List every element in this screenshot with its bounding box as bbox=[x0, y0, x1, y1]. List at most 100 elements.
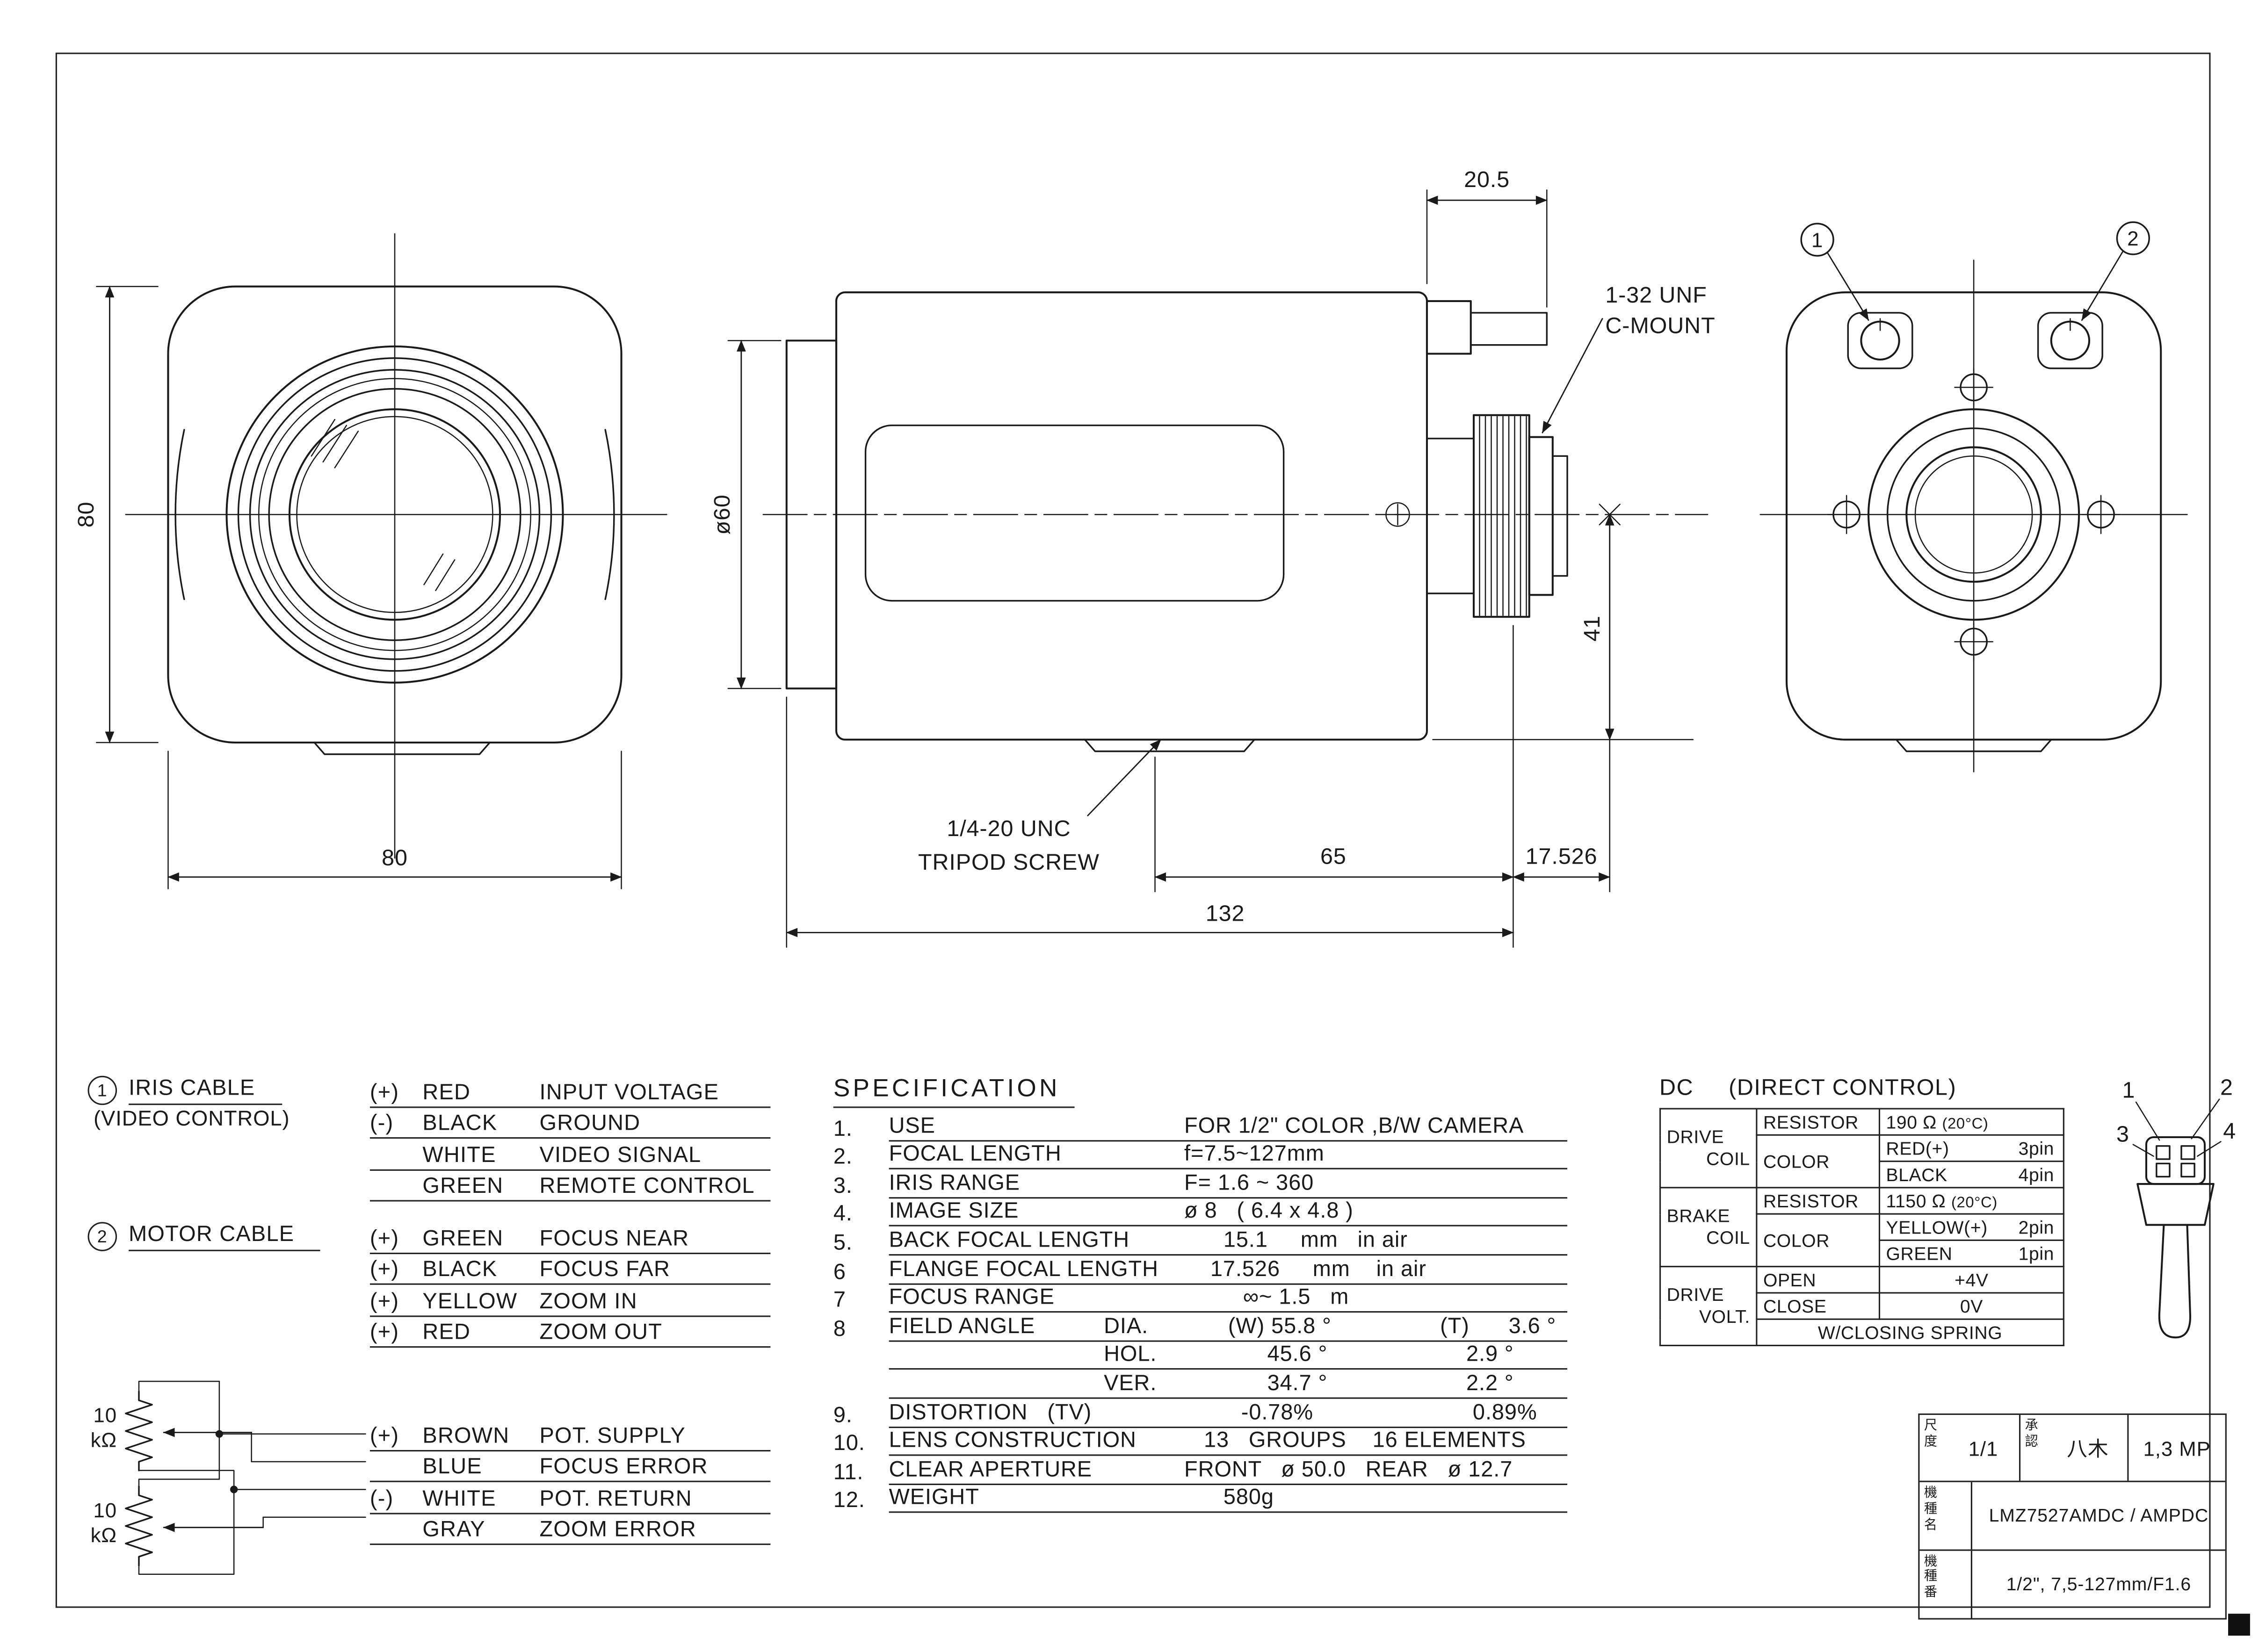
spec-row-number: 8 bbox=[833, 1316, 846, 1342]
spec-item-name: CLEAR APERTURE bbox=[889, 1457, 1093, 1482]
drive-resistor-label: RESISTOR bbox=[1756, 1108, 1881, 1136]
focus-pot-resistor bbox=[125, 1391, 153, 1472]
front-centerlines bbox=[125, 233, 667, 859]
brake-resistor-temp: (20°C) bbox=[1951, 1193, 1998, 1211]
wire-sign: (-) bbox=[369, 1486, 394, 1511]
iris-cable-subtitle: (VIDEO CONTROL) bbox=[94, 1108, 290, 1132]
spec-row-content: FLANGE FOCAL LENGTH 17.526 mm in air bbox=[889, 1256, 1568, 1284]
spec-row-number: 4. bbox=[833, 1202, 853, 1227]
spec-row: 9. DISTORTION (TV) -0.78% 0.89% bbox=[833, 1399, 1568, 1428]
drive-resistor-ohms: 190 Ω bbox=[1886, 1111, 1937, 1133]
spec-row-number: 7 bbox=[833, 1288, 846, 1313]
scale-cell: 尺度 1/1 bbox=[1919, 1414, 2021, 1481]
wire-function: POT. RETURN bbox=[539, 1486, 692, 1511]
top-connector bbox=[1426, 300, 1548, 355]
wire-function: FOCUS ERROR bbox=[539, 1454, 708, 1480]
open-label: OPEN bbox=[1756, 1266, 1881, 1294]
dim-center-to-base: 41 bbox=[1579, 615, 1605, 642]
cmount-assembly bbox=[1426, 414, 1568, 618]
wire-color: GREEN bbox=[422, 1226, 504, 1251]
wire-row: (+) BLACK FOCUS FAR bbox=[369, 1254, 771, 1285]
drive-coil-cell: DRIVE COIL bbox=[1659, 1108, 1758, 1189]
spec-row-content: USE FOR 1/2" COLOR ,B/W CAMERA bbox=[889, 1113, 1568, 1141]
spec-row: 6 FLANGE FOCAL LENGTH 17.526 mm in air bbox=[833, 1255, 1568, 1284]
drive-color2-pin: 4pin bbox=[2018, 1164, 2055, 1185]
spec-row-content: DISTORTION (TV) -0.78% 0.89% bbox=[889, 1400, 1568, 1428]
spec-row-content: FOCAL LENGTH f=7.5~127mm bbox=[889, 1142, 1568, 1170]
wire-sign: (+) bbox=[369, 1423, 399, 1448]
wire-color: RED bbox=[422, 1079, 471, 1104]
spec-row-number: 2. bbox=[833, 1145, 853, 1170]
front-dimensions: 80 80 bbox=[73, 286, 622, 889]
callout-1-number: 1 bbox=[1811, 229, 1823, 252]
junction-dot bbox=[230, 1486, 238, 1493]
wire-sign: (+) bbox=[369, 1257, 399, 1283]
wire-function: FOCUS NEAR bbox=[539, 1226, 689, 1251]
dim-flange-back: 17.526 bbox=[1526, 844, 1598, 869]
brake-color1-pin: 2pin bbox=[2018, 1217, 2055, 1238]
spec-item-name: LENS CONSTRUCTION bbox=[889, 1428, 1137, 1453]
spec-row-content: FOCUS RANGE ∞~ 1.5 m bbox=[889, 1285, 1568, 1313]
spec-item-sub: HOL. bbox=[1104, 1342, 1157, 1367]
connector-body bbox=[2145, 1136, 2206, 1185]
corner-mark bbox=[2228, 1614, 2250, 1636]
wire-color: BROWN bbox=[422, 1423, 510, 1448]
spec-row-number: 9. bbox=[833, 1402, 853, 1428]
brake-color-row1: YELLOW(+) 2pin bbox=[1878, 1213, 2064, 1241]
spec-row: 7 FOCUS RANGE ∞~ 1.5 m bbox=[833, 1284, 1568, 1313]
callout-2-number: 2 bbox=[2127, 227, 2139, 250]
zoom-error-wire bbox=[262, 1516, 366, 1528]
spec-item-sub: VER. bbox=[1104, 1371, 1157, 1396]
spec-row: 11. CLEAR APERTURE FRONT ø 50.0 REAR ø 1… bbox=[833, 1456, 1568, 1485]
dc-table-title: DC (DIRECT CONTROL) bbox=[1659, 1076, 2066, 1102]
wire-function: ZOOM ERROR bbox=[539, 1517, 697, 1543]
model-label: 機種名 bbox=[1924, 1486, 1937, 1532]
connector-pin4-label: 4 bbox=[2223, 1118, 2236, 1144]
spec-row-number: 10. bbox=[833, 1431, 865, 1456]
wire-sign: (-) bbox=[369, 1111, 394, 1136]
wire-row: (+) RED ZOOM OUT bbox=[369, 1317, 771, 1349]
dim-total-length: 132 bbox=[1206, 901, 1245, 926]
spec-item-value-tele: 2.2 ° bbox=[1440, 1371, 1514, 1396]
approval-cell: 承認 八木 bbox=[2020, 1414, 2129, 1481]
spec-row: 10. LENS CONSTRUCTION 13 GROUPS 16 ELEME… bbox=[833, 1428, 1568, 1456]
spec-item-name bbox=[889, 1371, 1104, 1396]
spec-row: VER. 34.7 ° 2.2 ° bbox=[833, 1370, 1568, 1399]
spec-item-value: FRONT ø 50.0 REAR ø 12.7 bbox=[1184, 1457, 1513, 1482]
connector-diagram: 1 2 3 4 bbox=[2116, 1075, 2236, 1339]
cmount-label-line2: C-MOUNT bbox=[1605, 313, 1715, 339]
dim-front-height: 80 bbox=[73, 501, 99, 527]
spec-row-content: IMAGE SIZE ø 8 ( 6.4 x 4.8 ) bbox=[889, 1199, 1568, 1227]
lens-glare-marks bbox=[423, 553, 456, 592]
motor-cable-header: 2 MOTOR CABLE bbox=[87, 1222, 321, 1251]
spec-row-number: 12. bbox=[833, 1488, 865, 1514]
drive-color-label: COLOR bbox=[1756, 1134, 1881, 1189]
rear-centerlines bbox=[1759, 260, 2188, 772]
cmount-label-line1: 1-32 UNF bbox=[1605, 282, 1707, 308]
wire-color: GREEN bbox=[422, 1174, 504, 1199]
pot-return-wire bbox=[138, 1470, 366, 1575]
spec-item-name: USE bbox=[889, 1113, 935, 1138]
approval-value: 八木 bbox=[2067, 1436, 2109, 1460]
connector-pin-leaders bbox=[2132, 1098, 2222, 1157]
wire-row: BLUE FOCUS ERROR bbox=[369, 1451, 771, 1483]
spec-item-name: FIELD ANGLE bbox=[889, 1313, 1035, 1339]
spec-item-value-tele: 2.9 ° bbox=[1440, 1342, 1514, 1367]
wire-row: GRAY ZOOM ERROR bbox=[369, 1514, 771, 1546]
focus-pot-unit: kΩ bbox=[91, 1429, 117, 1452]
close-voltage: 0V bbox=[1878, 1292, 2064, 1320]
brake-color-label: COLOR bbox=[1756, 1213, 1881, 1268]
brake-color-row2: GREEN 1pin bbox=[1878, 1239, 2064, 1268]
side-view: ø60 20.5 1-32 UNF C-MOUNT 41 1/4-20 UNC … bbox=[709, 167, 1715, 948]
dim-mount-offset: 20.5 bbox=[1464, 167, 1510, 192]
spec-item-value-wide: 34.7 ° bbox=[1228, 1371, 1328, 1396]
megapixel-value: 1,3 MP bbox=[2143, 1436, 2211, 1460]
spec-item-value: ø 8 ( 6.4 x 4.8 ) bbox=[1184, 1199, 1354, 1224]
wire-function: GROUND bbox=[539, 1111, 641, 1136]
spec-item-sub: DIA. bbox=[1104, 1313, 1149, 1339]
drive-coil-line2: COIL bbox=[1706, 1148, 1750, 1169]
spec-row-number: 1. bbox=[833, 1116, 853, 1141]
drive-volt-line1: DRIVE bbox=[1666, 1285, 1724, 1306]
dc-table: DRIVE COIL RESISTOR 190 Ω (20°C) COLOR R… bbox=[1659, 1108, 2064, 1347]
megapixel-cell: 1,3 MP bbox=[2128, 1415, 2225, 1481]
